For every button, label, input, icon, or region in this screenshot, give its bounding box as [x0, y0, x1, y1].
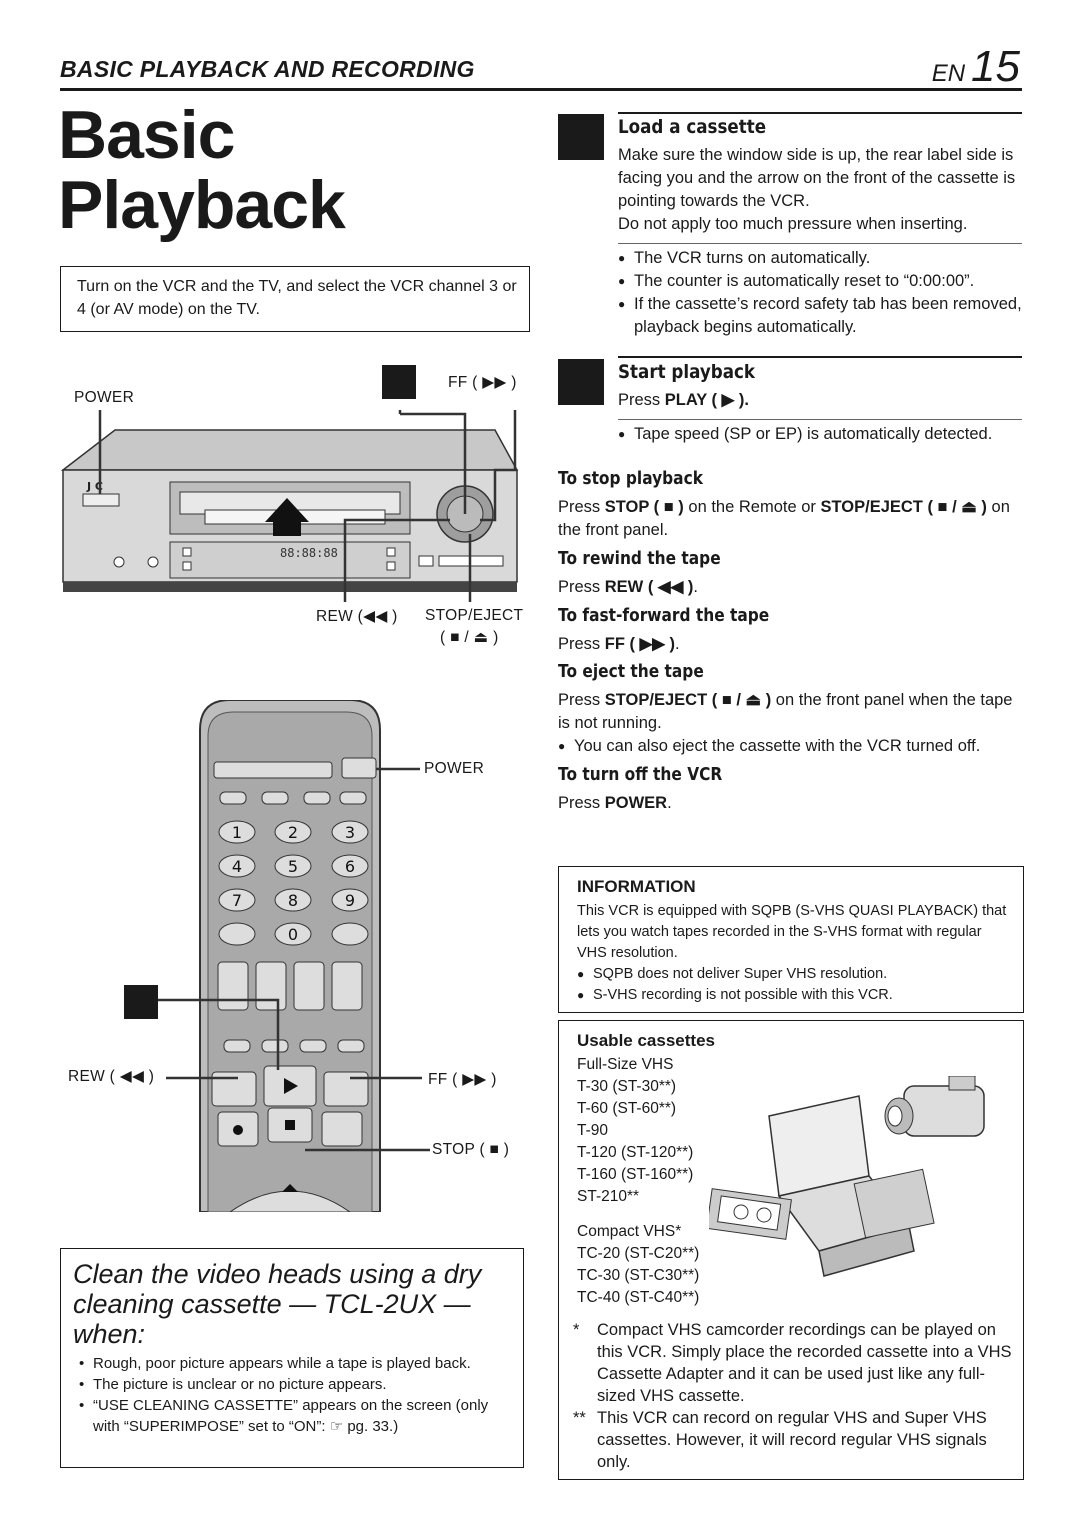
step-1-bullets: The VCR turns on automatically. The coun… — [618, 247, 1022, 339]
information-box: INFORMATION This VCR is equipped with SQ… — [558, 866, 1024, 1013]
header-rule — [60, 88, 1022, 91]
note-svhs: ** This VCR can record on regular VHS and… — [573, 1407, 1013, 1473]
cassette-item: T-60 (ST-60**) — [577, 1100, 677, 1117]
remote-key-3: 3 — [345, 823, 355, 842]
camcorder-adapter-illustration — [709, 1076, 985, 1277]
information-bullet: S-VHS recording is not possible with thi… — [577, 985, 1007, 1006]
vcr-rew-label: REW (◀◀ ) — [316, 608, 398, 625]
cleaning-item: Rough, poor picture appears while a tape… — [79, 1353, 509, 1374]
step-1-bullet: The counter is automatically reset to “0… — [618, 270, 1022, 293]
off-heading: To turn off the VCR — [558, 765, 723, 785]
remote-ff-label: FF ( ▶▶ ) — [428, 1071, 497, 1088]
page-title-line-2: Playback — [58, 167, 346, 243]
vcr-counter-display: 88:88:88 — [280, 546, 338, 560]
cassette-item: T-30 (ST-30**) — [577, 1078, 677, 1095]
stop-text: Press STOP ( ■ ) on the Remote or STOP/E… — [558, 498, 1010, 539]
cleaning-item: The picture is unclear or no picture app… — [79, 1374, 509, 1395]
vcr-stop-eject-label: STOP/EJECT — [425, 607, 524, 624]
vcr-ff-label: FF ( ▶▶ ) — [448, 374, 517, 391]
note-compact-text: Compact VHS camcorder recordings can be … — [597, 1321, 1012, 1405]
cleaning-item: “USE CLEANING CASSETTE” appears on the s… — [79, 1395, 509, 1437]
off-text: Press POWER. — [558, 794, 672, 812]
eject-text: Press STOP/EJECT ( ■ / ⏏ ) on the front … — [558, 691, 1013, 732]
step-1-heading: Load a cassette — [618, 116, 767, 138]
cassette-item: TC-40 (ST-C40**) — [577, 1289, 700, 1306]
remote-key-9: 9 — [345, 891, 355, 910]
remote-step-marker — [124, 985, 158, 1019]
eject-heading: To eject the tape — [558, 662, 704, 682]
cleaning-title: Clean the video heads using a dry cleani… — [73, 1259, 482, 1349]
ff-heading: To fast-forward the tape — [558, 606, 770, 626]
remote-key-0: 0 — [288, 925, 298, 944]
cassette-notes: * Compact VHS camcorder recordings can be… — [573, 1319, 1013, 1473]
information-content: This VCR is equipped with SQPB (S-VHS QU… — [577, 901, 1007, 1006]
vcr-illustration: J C 88:88:88 — [60, 410, 519, 602]
step-2-press: Press — [618, 391, 665, 409]
intro-box: Turn on the VCR and the TV, and select t… — [60, 266, 530, 332]
usable-cassettes-box: Usable cassettes Full-Size VHS T-30 (ST-… — [558, 1020, 1024, 1480]
cassette-item: Compact VHS* — [577, 1223, 682, 1240]
vcr-step-marker — [382, 365, 416, 399]
step-1-rule — [618, 112, 1022, 114]
remote-stop-label: STOP ( ■ ) — [432, 1141, 510, 1158]
step-1-bullet: The VCR turns on automatically. — [618, 247, 1022, 270]
remote-key-2: 2 — [288, 823, 298, 842]
step-2-bullets: Tape speed (SP or EP) is automatically d… — [618, 423, 1022, 446]
note-compact-mark: * — [573, 1321, 580, 1339]
step-2-divider — [618, 419, 1022, 420]
remote-leader-lines — [158, 767, 430, 1152]
ff-text: Press FF ( ▶▶ ). — [558, 635, 680, 653]
information-bullet: SQPB does not deliver Super VHS resoluti… — [577, 964, 1007, 985]
cleaning-box: Clean the video heads using a dry cleani… — [60, 1248, 524, 1468]
step-1-caution: Do not apply too much pressure when inse… — [618, 215, 968, 233]
cassette-item: ST-210** — [577, 1188, 640, 1205]
remote-rew-label: REW ( ◀◀ ) — [68, 1068, 155, 1085]
step-2-heading: Start playback — [618, 361, 756, 383]
usable-cassettes-heading: Usable cassettes — [577, 1031, 715, 1050]
remote-key-4: 4 — [232, 857, 242, 876]
cassette-item: T-120 (ST-120**) — [577, 1144, 694, 1161]
remote-key-7: 7 — [232, 891, 242, 910]
cassette-item: T-160 (ST-160**) — [577, 1166, 694, 1183]
note-svhs-mark: ** — [573, 1409, 586, 1427]
remote-illustration: 1 2 3 4 5 6 7 8 9 0 — [199, 700, 381, 1212]
step-2-bullet: Tape speed (SP or EP) is automatically d… — [618, 423, 1022, 446]
stop-heading: To stop playback — [558, 469, 703, 489]
step-2-marker — [558, 359, 604, 405]
vcr-stop-eject-symbols: ( ■ / ⏏ ) — [440, 629, 499, 646]
page-title-line-1: Basic — [58, 97, 235, 173]
information-heading: INFORMATION — [577, 877, 696, 896]
remote-key-5: 5 — [288, 857, 298, 876]
step-1-divider — [618, 243, 1022, 244]
step-1-bullet: If the cassette’s record safety tab has … — [618, 293, 1022, 339]
step-2-press-bold: PLAY ( ▶ ). — [664, 391, 749, 409]
step-1-text: Make sure the window side is up, the rea… — [618, 146, 1016, 210]
cassette-item: T-90 — [577, 1122, 609, 1139]
remote-key-8: 8 — [288, 891, 298, 910]
step-2-rule — [618, 356, 1022, 358]
step-2-instruction: Press PLAY ( ▶ ). — [618, 389, 749, 412]
cleaning-list: Rough, poor picture appears while a tape… — [79, 1353, 509, 1437]
step-1-marker — [558, 114, 604, 160]
page-title: Basic Playback — [58, 97, 346, 243]
page-number-value: 15 — [971, 42, 1020, 91]
cassette-item: TC-20 (ST-C20**) — [577, 1245, 700, 1262]
language-code: EN — [931, 60, 966, 87]
rewind-heading: To rewind the tape — [558, 549, 721, 569]
note-compact: * Compact VHS camcorder recordings can be… — [573, 1319, 1013, 1407]
rewind-text: Press REW ( ◀◀ ). — [558, 578, 698, 596]
remote-key-6: 6 — [345, 857, 355, 876]
cassette-item: Full-Size VHS — [577, 1056, 674, 1073]
remote-power-label: POWER — [424, 760, 485, 777]
section-title: BASIC PLAYBACK AND RECORDING — [60, 56, 475, 82]
note-svhs-text: This VCR can record on regular VHS and S… — [597, 1409, 987, 1471]
information-text: This VCR is equipped with SQPB (S-VHS QU… — [577, 903, 1007, 961]
cassette-item: TC-30 (ST-C30**) — [577, 1267, 700, 1284]
eject-bullets: You can also eject the cassette with the… — [558, 735, 1024, 758]
cassette-list: Full-Size VHS T-30 (ST-30**) T-60 (ST-60… — [577, 1054, 699, 1309]
vcr-power-label: POWER — [74, 389, 135, 406]
remote-key-1: 1 — [232, 823, 242, 842]
eject-bullet: You can also eject the cassette with the… — [558, 735, 1024, 758]
